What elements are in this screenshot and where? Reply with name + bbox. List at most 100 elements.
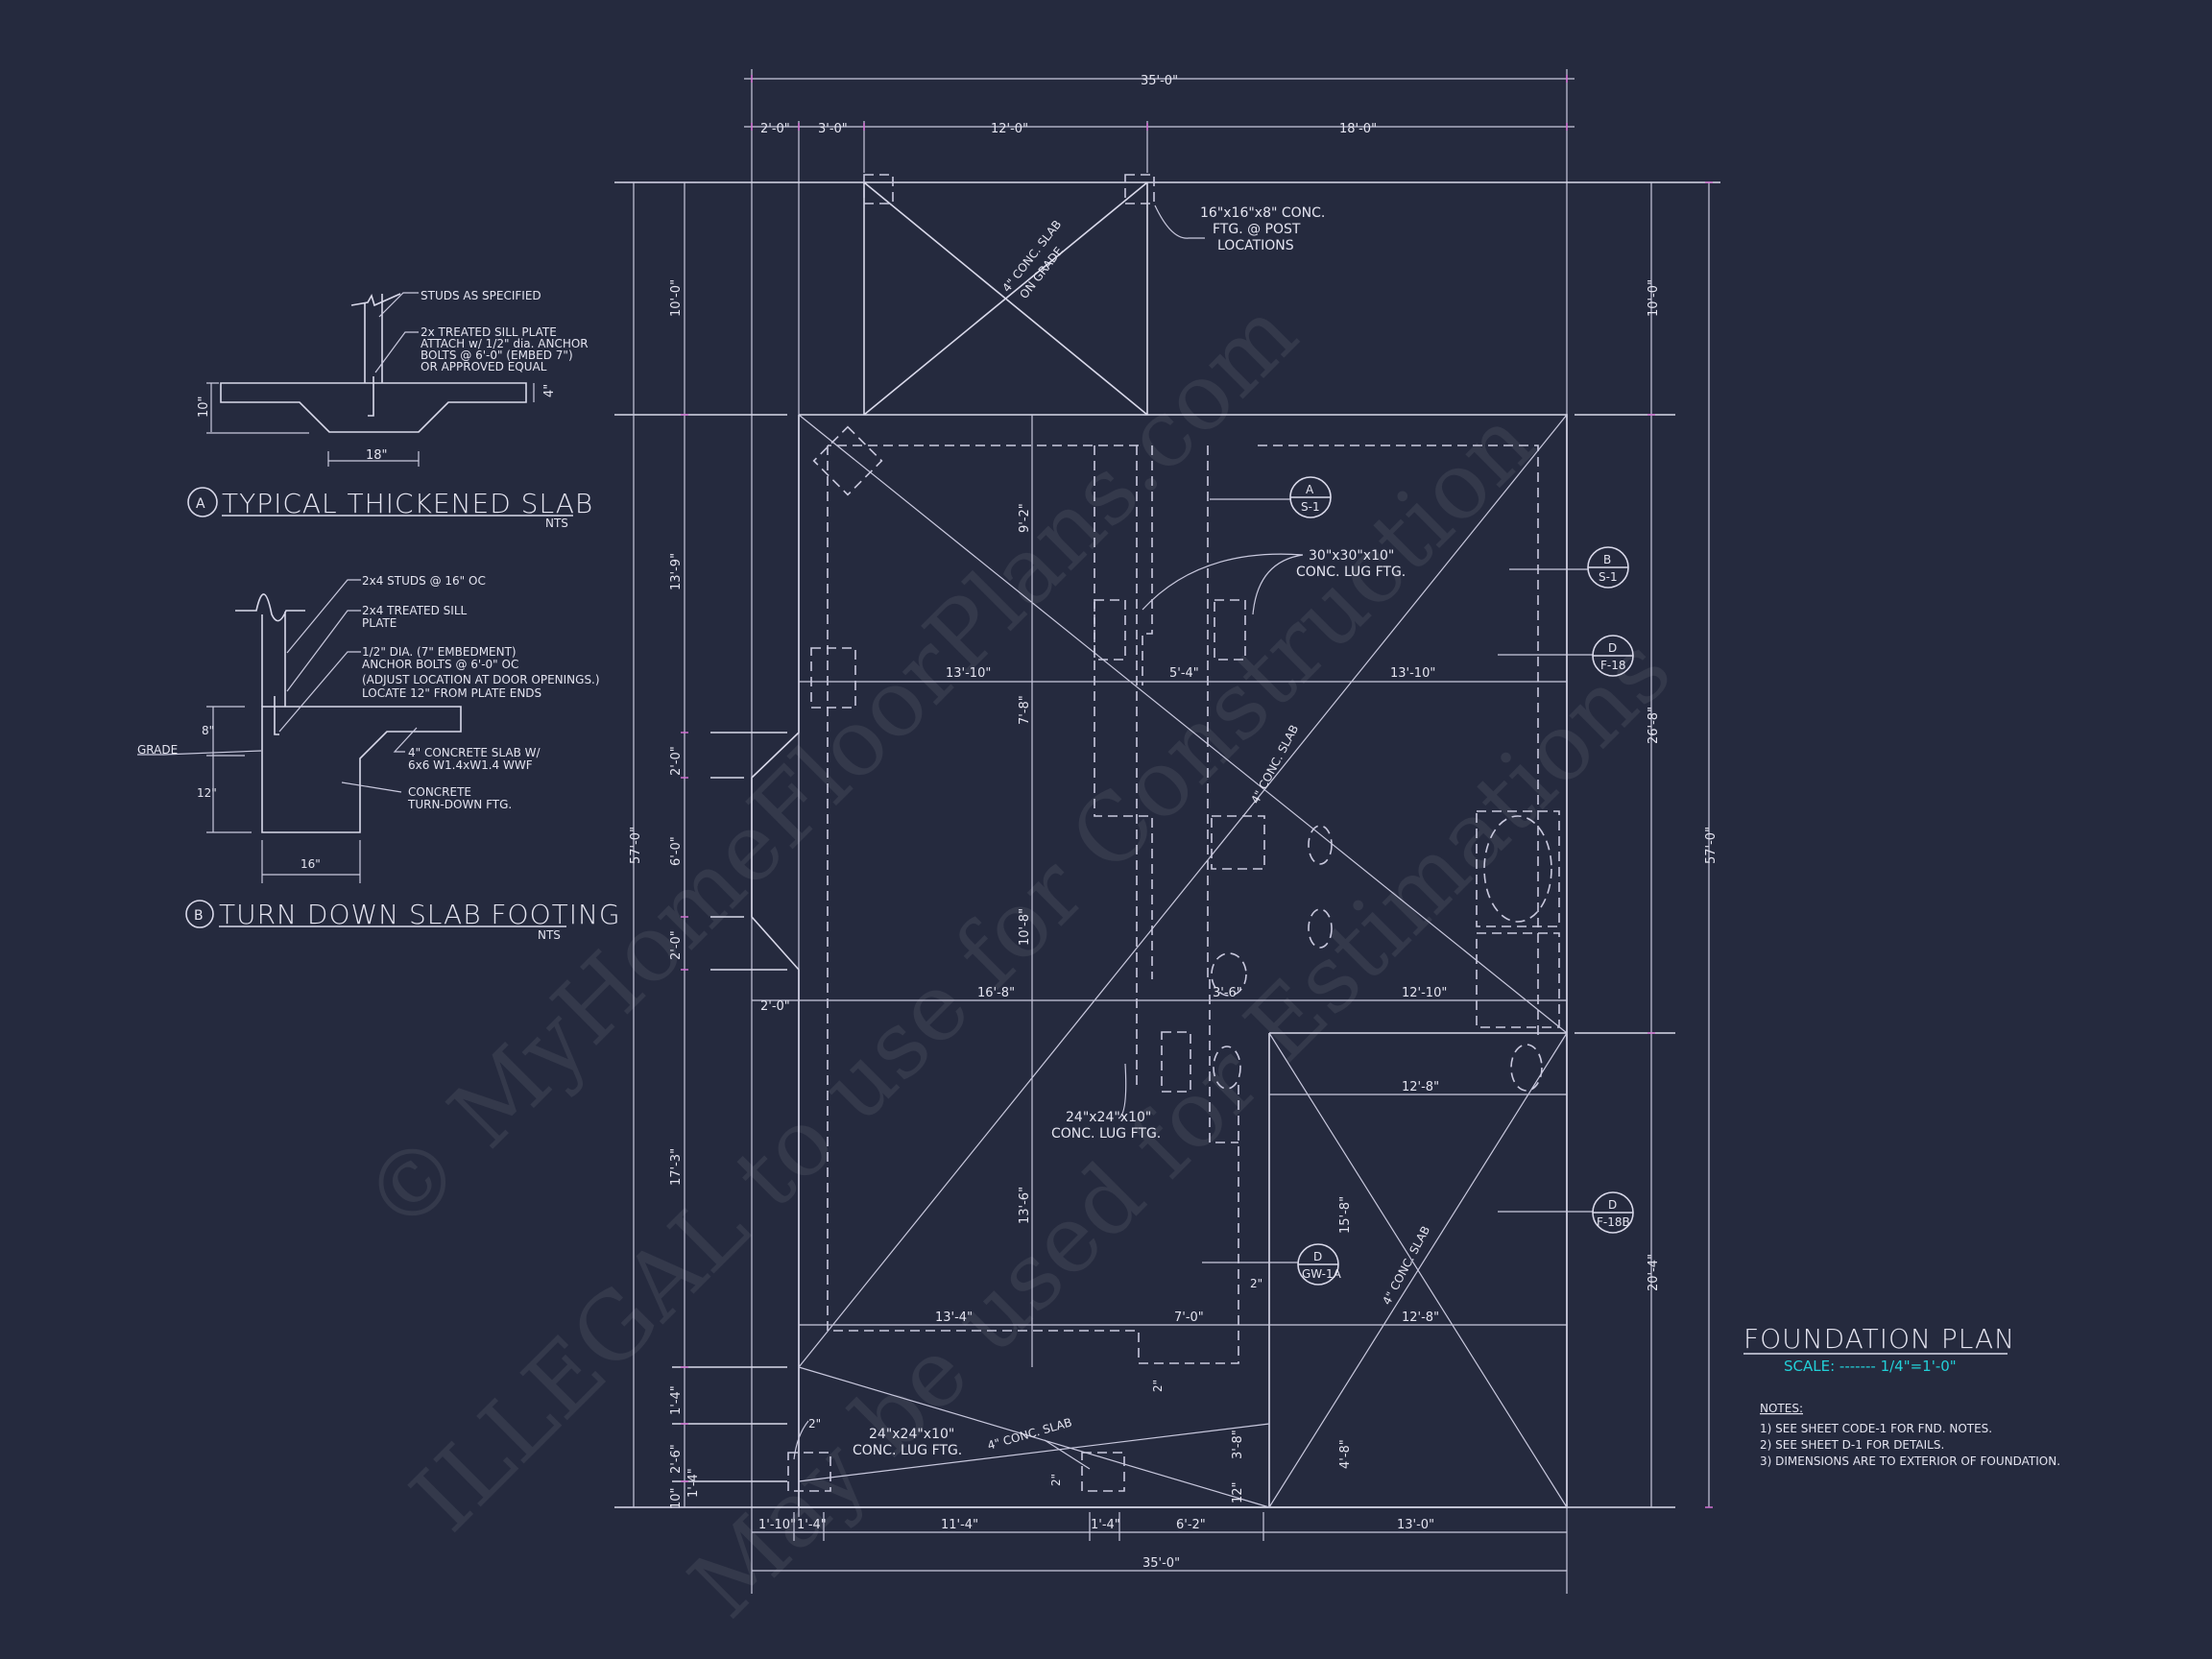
note-item: 3) DIMENSIONS ARE TO EXTERIOR OF FOUNDAT… [1760,1455,2060,1468]
left-dim: 1'-4" [669,1385,684,1415]
detail-a-title: TYPICAL THICKENED SLAB [222,488,593,519]
dim-ticks [751,75,1568,131]
title-block: FOUNDATION PLAN SCALE: ------- 1/4"=1'-0… [1743,1323,2060,1468]
lug-footing [787,1452,831,1492]
top-dim: 3'-0" [818,122,848,136]
section-tag-bottom: S-1 [1301,500,1320,514]
detail-b-note: 1/2" DIA. (7" EMBEDMENT) [362,645,517,659]
detail-b-note: LOCATE 12" FROM PLATE ENDS [362,686,541,700]
top-dim: 2'-0" [760,122,790,136]
right-dimensions: 10'-0" 26'-8" 20'-4" 57'-0" [1647,181,1719,1508]
section-tag-bottom: GW-1A [1302,1267,1342,1281]
bottom-dim: 1'-4" [797,1518,827,1532]
mechanical-pad [812,425,883,496]
section-tag-top: D [1608,1198,1617,1212]
right-dim: 26'-8" [1647,707,1661,744]
toilet-icon [1211,952,1247,997]
detail-b-note: 4" CONCRETE SLAB W/ [408,746,541,759]
inner-dim: 13'-4" [935,1310,973,1325]
left-dim: 13'-9" [669,553,684,590]
post-footing-label: 16"x16"x8" CONC. [1200,205,1325,221]
inner-dim: 12'-8" [1402,1080,1439,1094]
detail-a-leaders [374,292,419,373]
porch-slab-outline [614,181,1720,416]
small-dim: 2" [1151,1380,1165,1392]
lug-footing-label: CONC. LUG FTG. [853,1443,962,1458]
bottom-dim: 13'-0" [1397,1518,1434,1532]
small-dim: 2" [1250,1277,1262,1290]
inner-dim: 2'-0" [760,999,790,1014]
tub-icon [1483,815,1552,923]
detail-a-slab-outline [220,382,527,433]
section-tag-bottom: F-18 [1600,659,1626,672]
section-tags: A S-1 B S-1 D F-18 D F-18B [1202,476,1634,1286]
bottom-dim: 11'-4" [941,1518,978,1532]
detail-b-note: CONCRETE [408,785,471,799]
section-tag-b-s1[interactable]: B S-1 [1509,546,1629,589]
interior-footing-lines [827,445,1539,1364]
detail-a-dim-width: 18" [366,448,388,463]
left-dim: 2'-0" [669,930,684,960]
lug-footing [1211,815,1265,870]
detail-a-stud [350,293,401,383]
section-tag-top: B [1603,553,1611,566]
detail-b-note: 6x6 W1.4xW1.4 WWF [408,758,533,772]
bottom-dim-lines [752,1512,1567,1572]
detail-a-dim-slab: 4" [542,384,557,397]
lug-footing [810,647,856,709]
left-dim: 10" [669,1487,684,1509]
lug-footing-label: 24"x24"x10" [869,1427,954,1442]
inner-dim: 7'-0" [1174,1310,1204,1325]
detail-a-note: 2x TREATED SILL PLATE [421,325,557,339]
lug-footing-label: 30"x30"x10" [1309,548,1394,564]
detail-b-stud [235,593,305,707]
lug-footing-label: CONC. LUG FTG. [1296,565,1406,580]
inner-dim-vertical: 10'-8" [1018,908,1032,946]
detail-b-anchor-bolt [274,696,279,735]
detail-b-leaders [137,579,418,793]
section-tag-bottom: S-1 [1599,570,1618,584]
section-tag-a-s1[interactable]: A S-1 [1210,476,1332,518]
notes-heading: NOTES: [1760,1402,1803,1415]
left-dim: 17'-3" [669,1148,684,1186]
section-tag-d-f18b[interactable]: D F-18B [1498,1191,1634,1234]
left-dim-lines [624,181,696,1508]
inner-dim-vertical: 7'-8" [1018,695,1032,725]
extension-lines [614,414,1675,1508]
detail-b-note: 2x4 TREATED SILL [362,604,468,617]
note-item: 2) SEE SHEET D-1 FOR DETAILS. [1760,1438,1944,1452]
detail-b-dim-width: 16" [301,857,321,871]
inner-dimensions: 13'-10" 5'-4" 13'-10" 2'-0" 16'-8" 3'-6"… [752,415,1567,1503]
section-tag-d-f18[interactable]: D F-18 [1498,635,1634,677]
plan-title: FOUNDATION PLAN [1743,1323,2015,1355]
detail-a-dim-lines [206,382,535,467]
detail-a-nts: NTS [545,517,568,530]
section-tag-d-gw1a[interactable]: D GW-1A [1202,1243,1342,1286]
detail-b-grade-label: GRADE [137,743,178,757]
detail-b-note: ANCHOR BOLTS @ 6'-0" OC [362,658,518,671]
tub-outline [1476,810,1560,927]
inner-dim-vertical: 9'-2" [1018,503,1032,533]
right-dim-overall: 57'-0" [1704,827,1719,864]
toilet-icon [1308,825,1333,865]
post-footing-leader [1154,204,1205,239]
top-dim: 12'-0" [991,122,1028,136]
detail-b-turn-down-slab-footing: 8" 12" 16" 2x4 STUDS @ 16" OC 2x4 TREATE… [137,574,620,942]
inner-dim: 13'-10" [1390,666,1435,681]
inner-dim: 12'-8" [1402,1310,1439,1325]
lug-footing-label: CONC. LUG FTG. [1051,1126,1161,1142]
post-footing-label: FTG. @ POST [1213,222,1301,237]
detail-b-dim-bottom: 12" [197,786,217,800]
detail-a-note: STUDS AS SPECIFIED [421,289,541,302]
left-dim: 10'-0" [669,279,684,317]
detail-b-note: PLATE [362,616,397,630]
detail-b-dim-top: 8" [202,724,214,737]
lug-footing-label: 24"x24"x10" [1066,1110,1151,1125]
left-dim: 2'-6" [669,1444,684,1474]
inner-dim: 16'-8" [977,986,1015,1000]
detail-b-dim-lines [206,706,361,883]
detail-b-note: 2x4 STUDS @ 16" OC [362,574,486,588]
bottom-dim: 6'-2" [1176,1518,1206,1532]
bottom-dim-overall: 35'-0" [1142,1556,1180,1571]
detail-a-anchor-bolt [368,376,374,417]
